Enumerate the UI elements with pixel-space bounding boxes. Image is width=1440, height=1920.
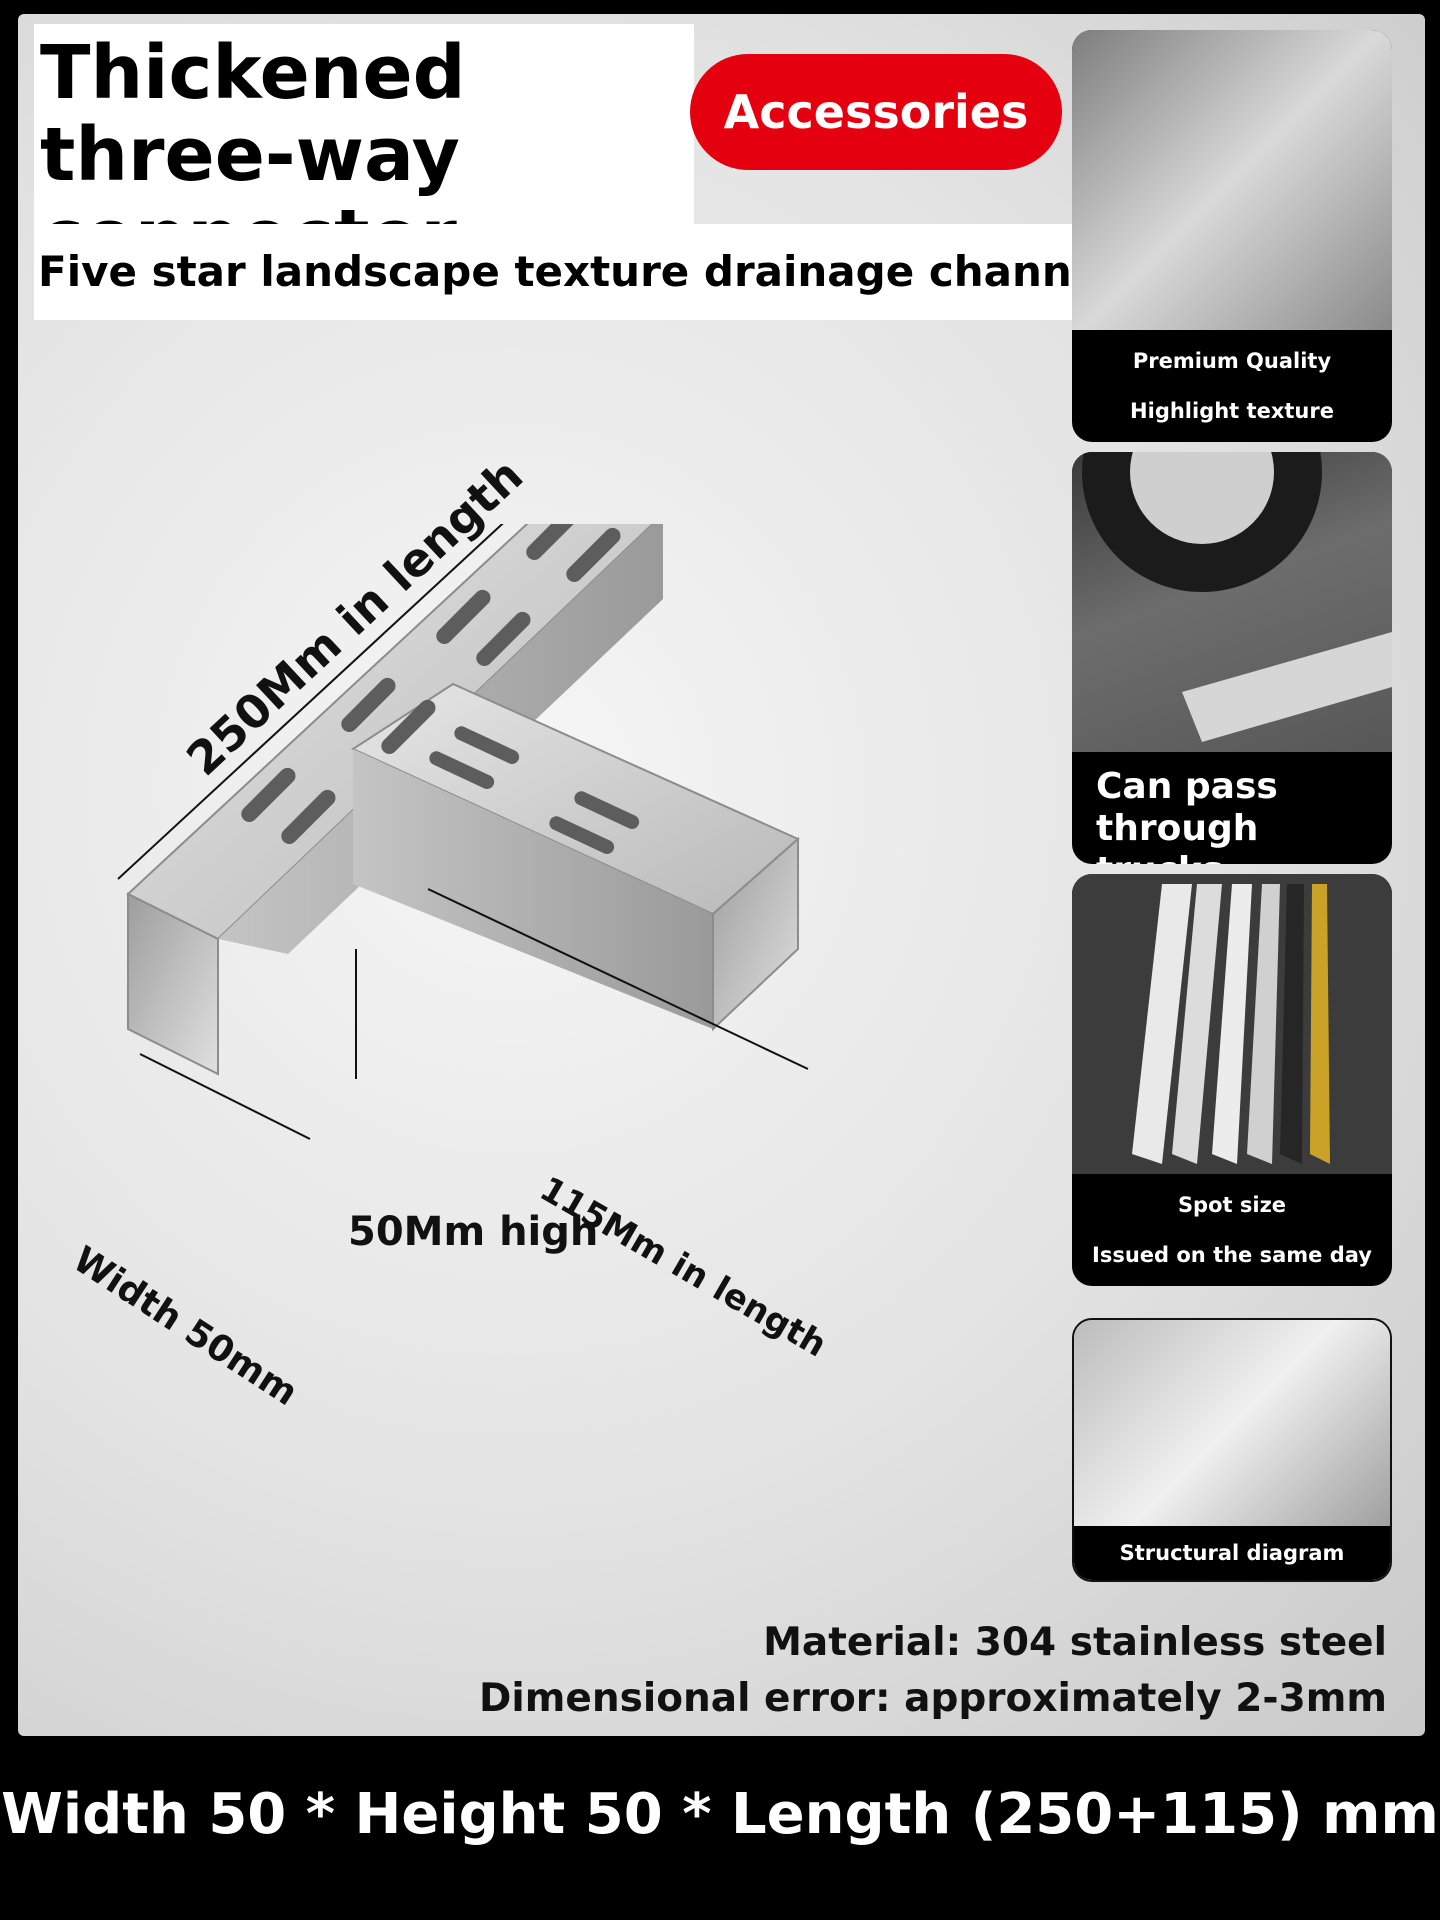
dimensional-error-spec: Dimensional error: approximately 2-3mm [479, 1676, 1387, 1721]
feature-card-structure: Structural diagram [1072, 1318, 1392, 1582]
title-background [34, 24, 694, 224]
caption-line: Spot size [1177, 1193, 1287, 1217]
branch-channel-end [712, 836, 799, 1032]
channel-variants-image [1072, 874, 1392, 1174]
feature-card-stock: Spot size Issued on the same day [1072, 874, 1392, 1286]
feature-card-trucks: Can pass through trucks [1072, 452, 1392, 864]
subtitle-background [34, 224, 1074, 320]
main-channel-end [127, 892, 219, 1076]
product-panel: Thickened three-way connector Accessorie… [18, 14, 1425, 1736]
structural-diagram-image [1074, 1320, 1390, 1526]
feature-card-caption: Structural diagram [1074, 1526, 1390, 1580]
channel-variants-icon [1132, 884, 1330, 1164]
caption-line: Premium Quality [1132, 349, 1332, 373]
channel-closeup-image [1072, 30, 1392, 330]
dimension-lines [117, 524, 809, 1140]
feature-card-caption: Spot size Issued on the same day [1072, 1174, 1392, 1280]
caption-line: Can pass [1096, 766, 1278, 807]
branch-channel-side [353, 749, 713, 1029]
caption-line: Highlight texture [1130, 399, 1334, 423]
feature-card-caption: Premium Quality Highlight texture [1072, 330, 1392, 436]
subtitle: Five star landscape texture drainage cha… [38, 247, 1115, 296]
caption-line: through trucks [1096, 808, 1259, 864]
drain-slots [241, 524, 640, 854]
caption-line: Issued on the same day [1092, 1243, 1372, 1267]
material-spec: Material: 304 stainless steel [763, 1620, 1387, 1665]
tire-on-drain-image [1072, 452, 1392, 752]
tire-icon [1082, 452, 1392, 742]
dimension-height: 50Mm high [348, 1209, 599, 1255]
footer-size-banner: Width 50 * Height 50 * Length (250+115) … [1, 1782, 1439, 1847]
accessories-badge: Accessories [690, 54, 1062, 170]
feature-card-caption: Can pass through trucks [1072, 752, 1392, 864]
feature-card-quality: Premium Quality Highlight texture [1072, 30, 1392, 442]
three-way-connector-image [117, 524, 809, 1140]
